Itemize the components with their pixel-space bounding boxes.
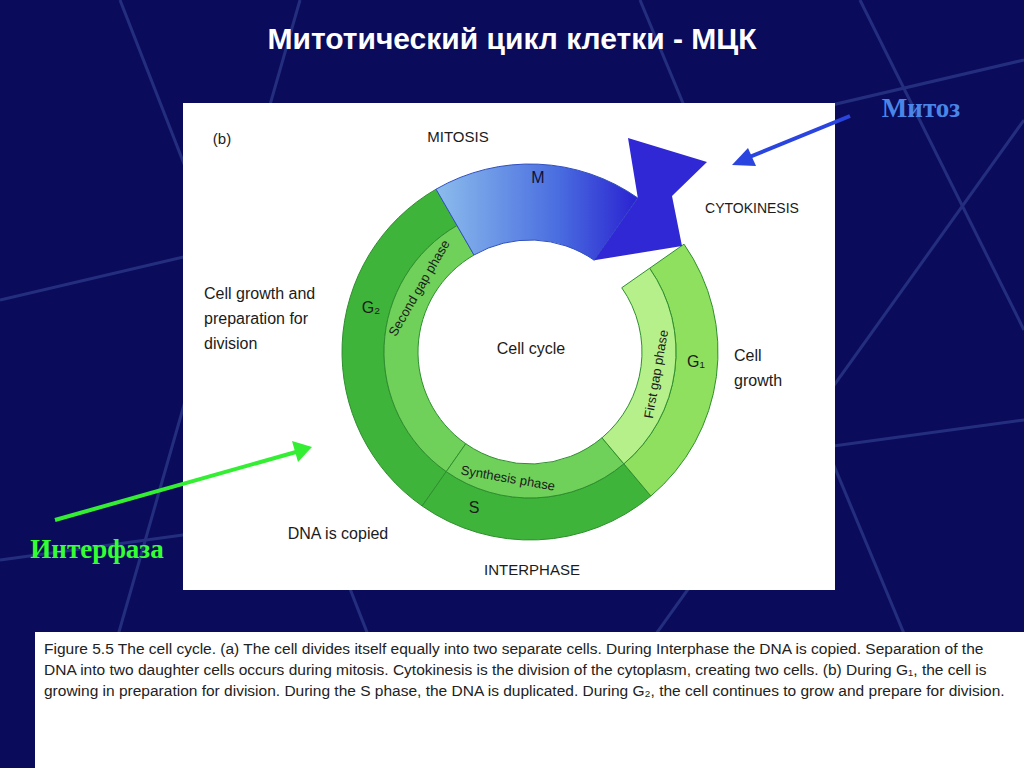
panel-tag: (b) — [213, 130, 231, 147]
caption-panel — [35, 632, 1024, 768]
phase-heading: MITOSIS — [427, 128, 488, 145]
interphase-pointer — [55, 452, 296, 520]
mitosis-pointer — [742, 116, 850, 160]
interphase-pointer-head — [292, 441, 312, 462]
phase-letter: M — [531, 169, 544, 187]
s-inner-band — [446, 438, 624, 498]
phase-letter: S — [469, 499, 480, 517]
mitosis-arrowhead — [594, 138, 707, 260]
callout-label: Интерфаза — [30, 534, 163, 565]
slide-title: Митотический цикл клетки - МЦК — [0, 22, 1024, 56]
phase-heading: INTERPHASE — [484, 561, 580, 578]
cycle-ring — [342, 138, 718, 540]
figure-panel — [183, 103, 835, 590]
phase-note: Cell growth — [734, 343, 790, 393]
center-label: Cell cycle — [497, 340, 565, 358]
figure-caption: Figure 5.5 The cell cycle. (a) The cell … — [44, 638, 1010, 701]
g2-inner-band — [384, 226, 474, 472]
phase-note: Cell growth and preparation for division — [204, 281, 328, 356]
phase-letter: G₂ — [362, 299, 381, 317]
callout-label: Митоз — [882, 93, 960, 124]
mitosis-pointer-head — [732, 148, 756, 166]
phase-letter: G₁ — [687, 353, 705, 371]
g1-inner-band — [602, 268, 676, 464]
phase-note: DNA is copied — [288, 525, 389, 543]
phase-heading: CYTOKINESIS — [705, 200, 799, 216]
